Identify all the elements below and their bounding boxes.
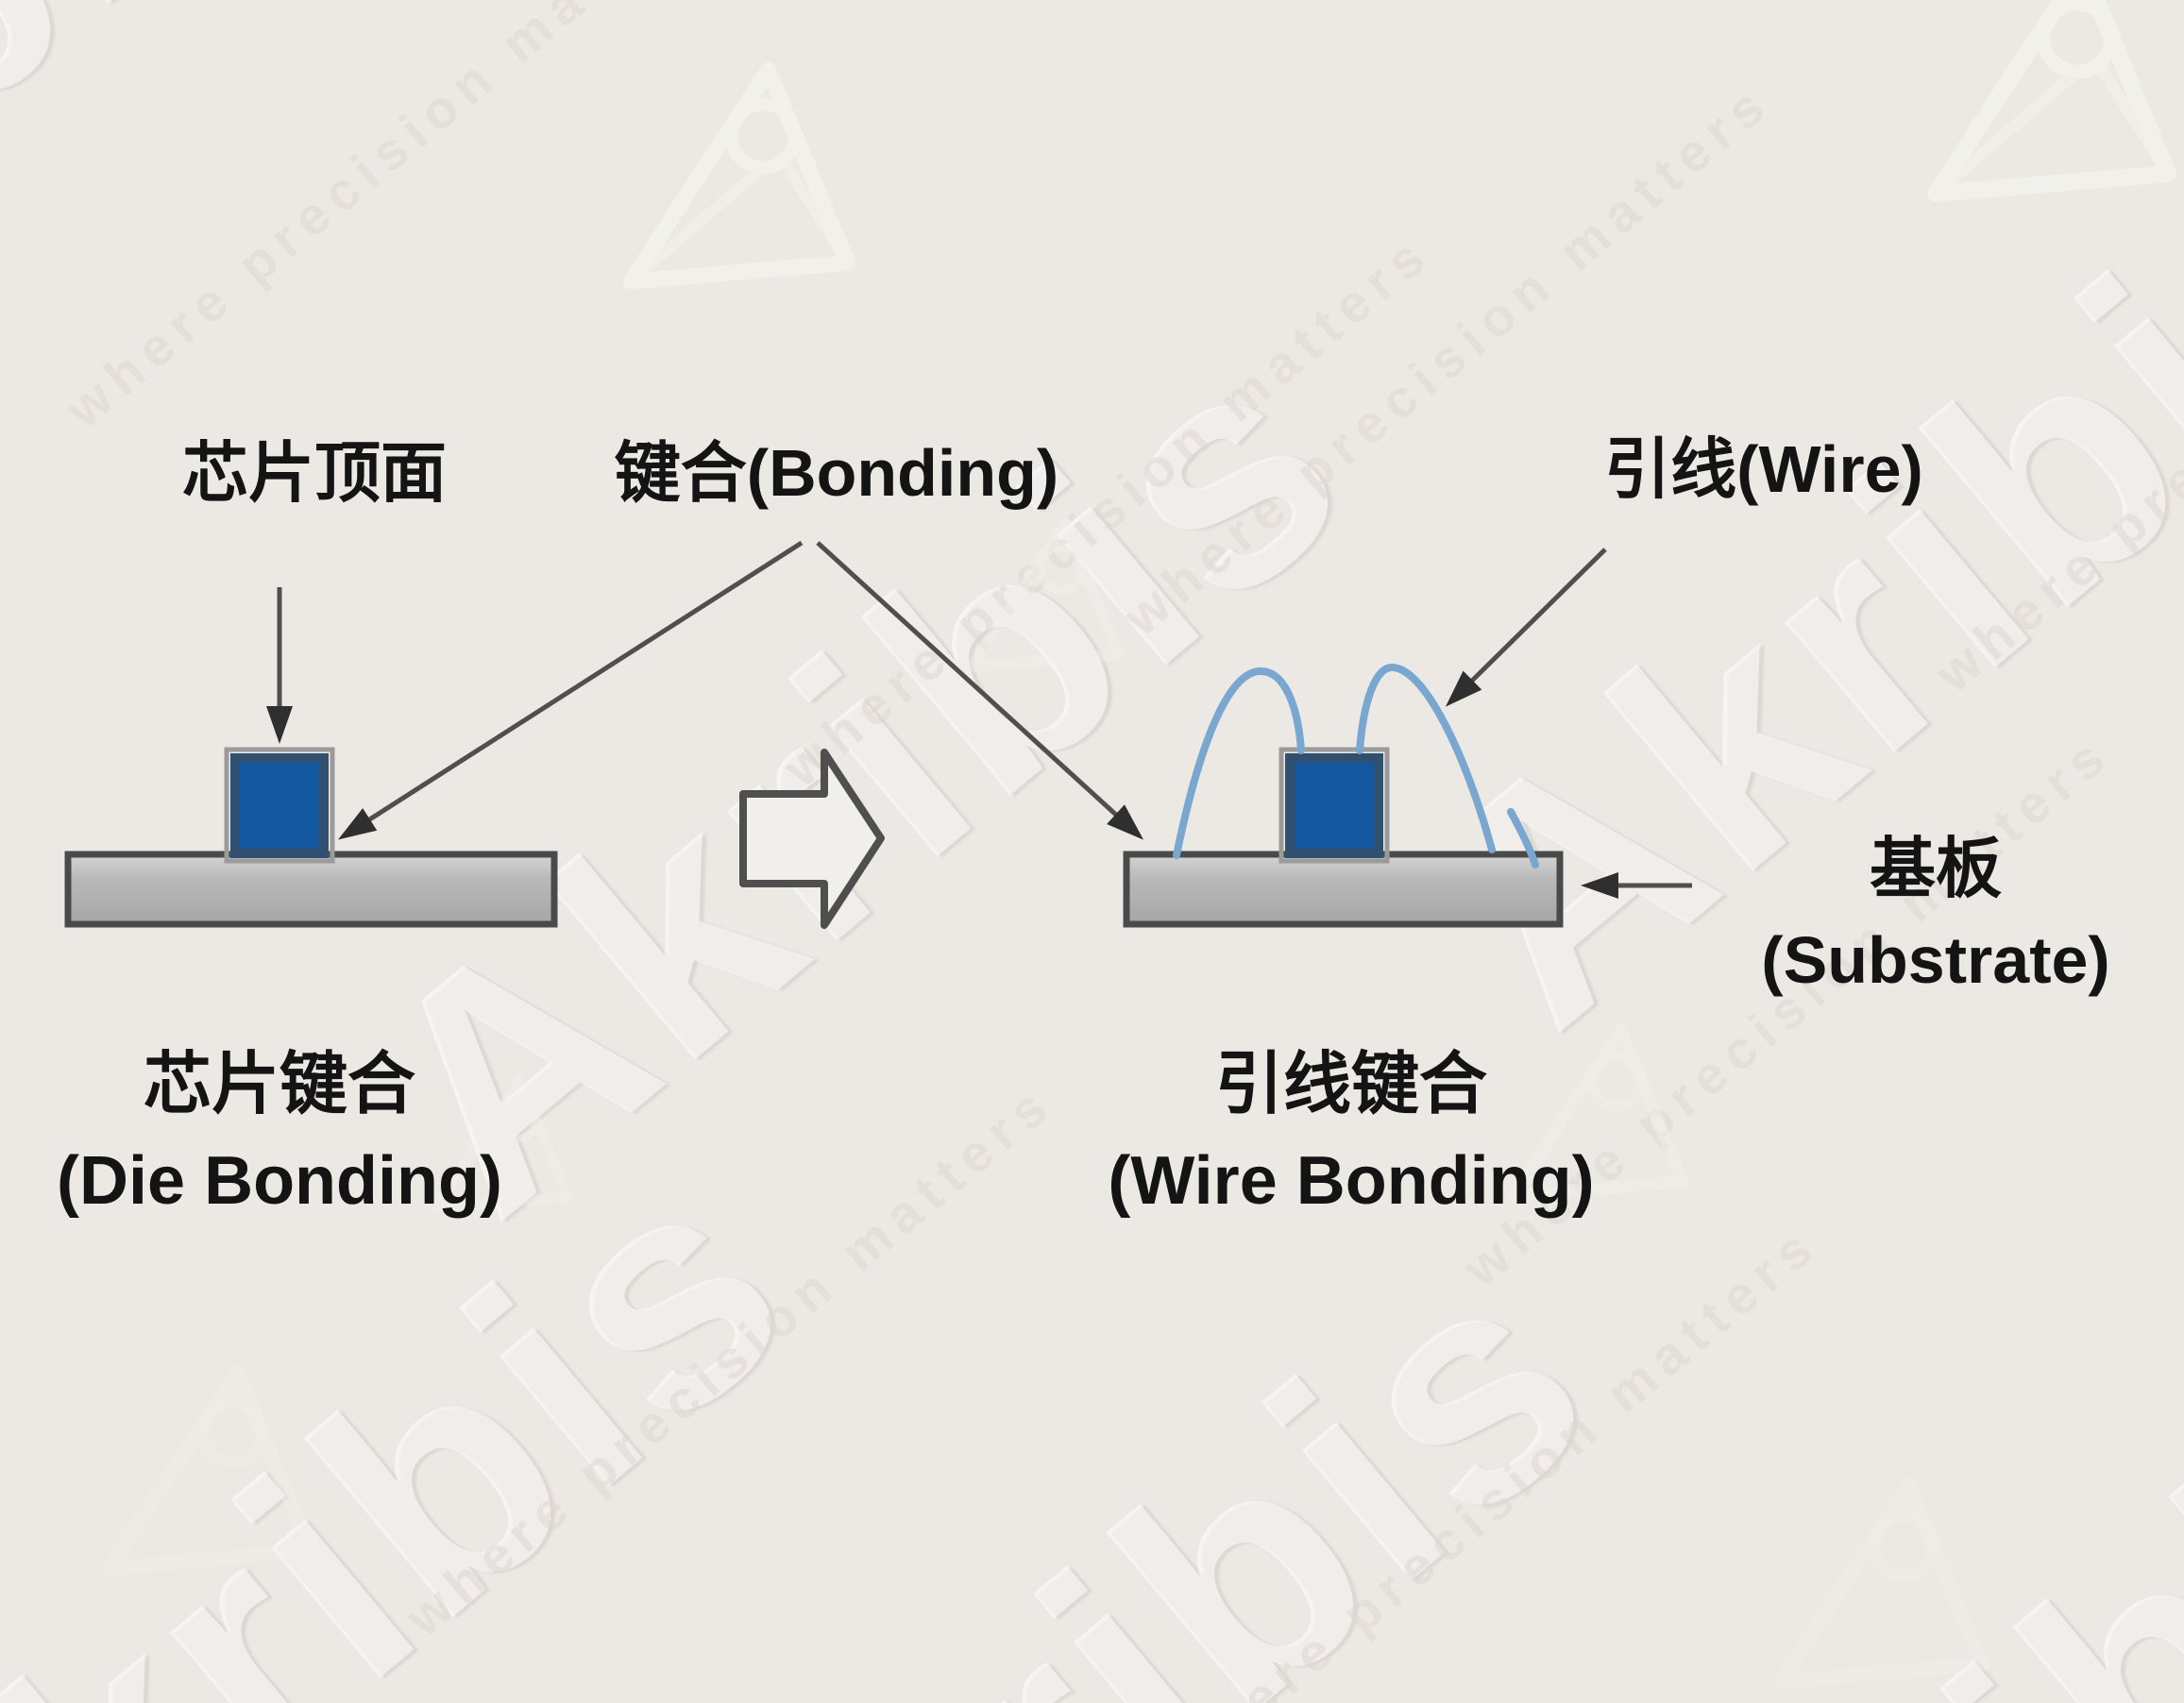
process-flow-arrow-icon — [739, 749, 885, 929]
label-substrate-cn: 基板 — [1869, 832, 2002, 905]
bond-wire-left — [1173, 666, 1305, 859]
bond-wire-right-tail — [1507, 808, 1539, 868]
die-bonding-figure — [64, 540, 804, 928]
die-right-outline — [1278, 747, 1390, 864]
substrate-left — [64, 851, 558, 928]
label-substrate: 基板 (Substrate) — [1761, 823, 2109, 1005]
caption-wire-bonding-en: (Wire Bonding) — [1108, 1143, 1595, 1220]
caption-wire-bonding-cn: 引线键合 — [1214, 1047, 1487, 1122]
bonding-arrow-right — [816, 541, 1144, 840]
label-substrate-en: (Substrate) — [1761, 922, 2110, 997]
bonding-arrow-left — [338, 540, 804, 840]
die-right — [1285, 753, 1383, 858]
caption-die-bonding-cn: 芯片键合 — [143, 1047, 415, 1122]
label-bonding: 键合(Bonding) — [614, 436, 1059, 510]
caption-die-bonding-en: (Die Bonding) — [57, 1143, 502, 1220]
wire-arrow — [1445, 548, 1607, 707]
label-wire: 引线(Wire) — [1604, 432, 1923, 506]
bond-wire-right — [1356, 663, 1496, 853]
caption-wire-bonding: 引线键合 (Wire Bonding) — [1108, 1037, 1594, 1229]
caption-die-bonding: 芯片键合 (Die Bonding) — [57, 1037, 502, 1229]
die-left — [230, 753, 329, 858]
label-die-top-surface: 芯片顶面 — [182, 436, 447, 510]
die-left-outline — [224, 747, 335, 864]
substrate-right — [1123, 851, 1564, 928]
wire-bonding-figure — [816, 541, 1692, 928]
